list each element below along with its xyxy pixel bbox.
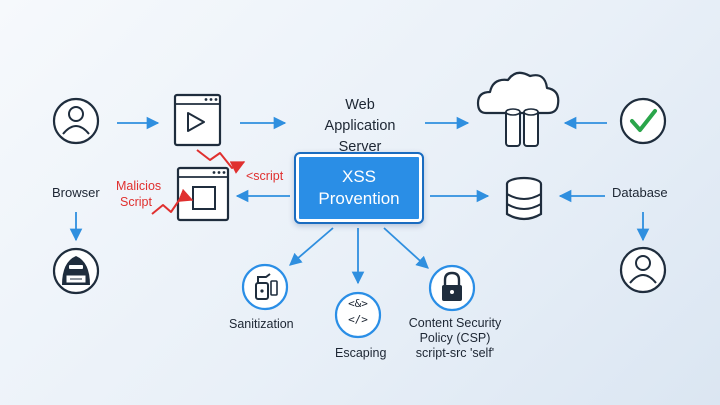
check-icon <box>619 97 667 145</box>
csp-label-line1: Content Security <box>408 316 502 330</box>
user-icon <box>52 97 100 145</box>
lock-icon <box>428 264 476 312</box>
flow-arrows <box>69 116 650 285</box>
malicious-label-line1: Malicios <box>116 179 162 193</box>
csp-label-line3: script-src 'self' <box>415 346 495 360</box>
malicious-browser-icon <box>176 166 230 222</box>
attack-arrow-top <box>196 149 246 174</box>
user-icon-right <box>619 246 667 294</box>
xss-prevention-box: XSS Provention <box>294 152 424 224</box>
csp-label-line2: Policy (CSP) <box>419 331 491 345</box>
database-icon <box>505 176 543 221</box>
cloud-server-icon <box>476 71 560 147</box>
browser-label: Browser <box>52 185 100 200</box>
sanitization-icon <box>241 263 289 311</box>
database-label: Database <box>612 185 668 200</box>
escaping-icon-bottom-text: </> <box>348 313 368 326</box>
escaping-icon <box>334 291 382 339</box>
escaping-icon-top-text: <&> <box>348 297 368 310</box>
hacker-icon <box>52 247 100 295</box>
attack-arrow-malicious <box>151 188 194 215</box>
malicious-label-line2: Script <box>120 195 152 209</box>
browser-window-icon <box>173 93 222 147</box>
server-title: Web Application Server <box>324 97 396 155</box>
escaping-label: Escaping <box>335 346 387 360</box>
arrow-xss-to-sanitization <box>289 227 334 266</box>
script-tag-label: <script <box>246 169 284 183</box>
arrow-xss-to-csp <box>383 227 429 269</box>
sanitization-label: Sanitization <box>229 317 294 331</box>
attack-arrows <box>151 149 246 215</box>
